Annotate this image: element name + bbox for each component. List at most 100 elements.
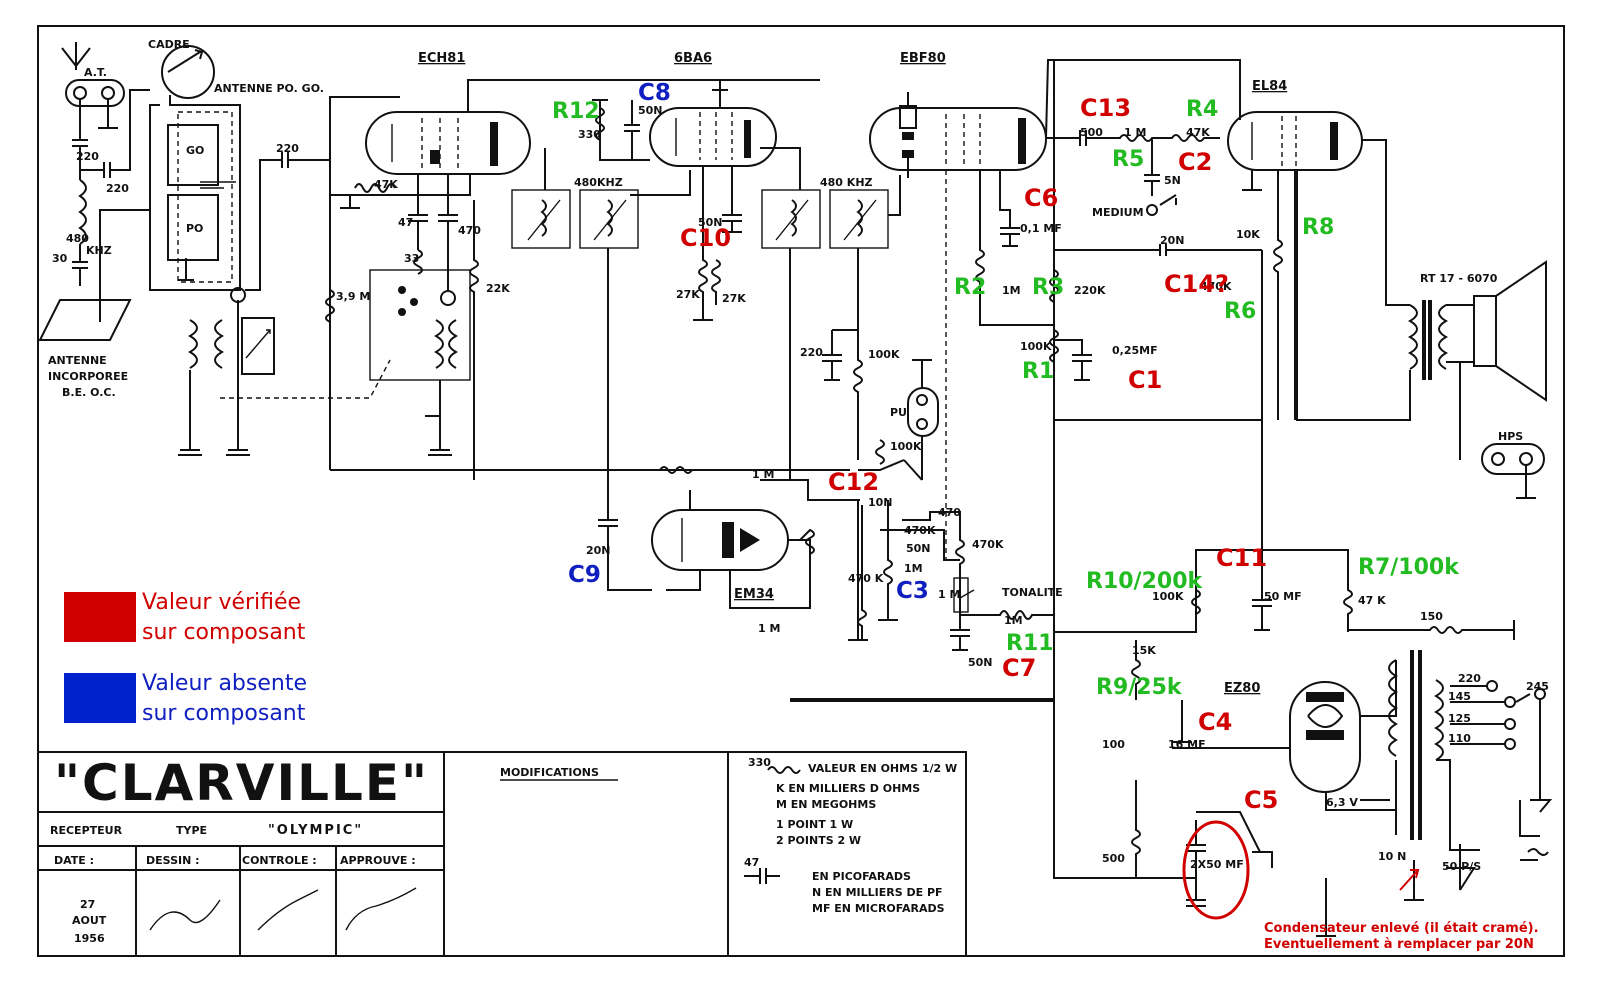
red-label-10: C14? [1164, 270, 1229, 298]
value-r47k: 47K [374, 178, 398, 191]
legend-swatch-blue [64, 673, 136, 723]
value-r100: 100 [1102, 738, 1125, 751]
value-c50n-d: 50N [968, 656, 993, 669]
tube-6ba6 [592, 80, 801, 321]
audio-section [1049, 59, 1547, 499]
label-antenne-po-go: ANTENNE PO. GO. [214, 82, 324, 95]
cartouche-unit-line-2: M EN MEGOHMS [776, 798, 876, 811]
tube-label-ez80: EZ80 [1224, 681, 1260, 696]
label-antenne-incorporee-2: INCORPOREE [48, 370, 128, 383]
cartouche-unit-line-1: K EN MILLIERS D OHMS [776, 782, 920, 795]
tube-label-6ba6: 6BA6 [674, 51, 712, 66]
value-c220c: 220 [276, 142, 299, 155]
value-r100k-a: 100K [1020, 340, 1052, 353]
label-antenne-incorporee-1: ANTENNE [48, 354, 107, 367]
tube-label-ebf80: EBF80 [900, 51, 946, 66]
tube-label-ech81: ECH81 [418, 51, 465, 66]
red-label-4: C1 [1128, 366, 1162, 394]
cartouche-units-r-example: 330 [748, 756, 771, 769]
value-r1m-c: 1 M [752, 468, 774, 481]
power-supply [790, 420, 1553, 937]
value-c10n-b: 10 N [1378, 850, 1406, 863]
value-c50n-b: 50N [698, 216, 723, 229]
value-r33: 33 [404, 252, 419, 265]
label-rt-17-6070: RT 17 - 6070 [1420, 272, 1498, 285]
label-po: PO [186, 222, 203, 235]
value-c30: 30 [52, 252, 68, 265]
cartouche-model: "OLYMPIC" [268, 823, 363, 838]
detector-section [822, 329, 1054, 651]
red-label-8: C4 [1198, 708, 1232, 736]
value-c50mf: 50 MF [1264, 590, 1302, 603]
label-tap-145: 145 [1448, 690, 1471, 703]
cartouche-modifications: MODIFICATIONS [500, 766, 599, 779]
green-label-6: R6 [1224, 299, 1256, 324]
red-label-3: C10 [680, 224, 731, 252]
value-r27ka: 27K [676, 288, 700, 301]
label-hps: HPS [1498, 430, 1523, 443]
label-tonalite: TONALITE [1002, 586, 1063, 599]
value-c16mf: 16 MF [1168, 738, 1206, 751]
cartouche-unit-line-6: N EN MILLIERS DE PF [812, 886, 943, 899]
cartouche-controle-label: CONTROLE : [242, 854, 317, 867]
value-r1m-g: 1M [1004, 614, 1023, 627]
label-tap-245: 245 [1526, 680, 1549, 693]
if-transformer-2 [761, 175, 901, 481]
label-at: A.T. [84, 66, 107, 79]
red-label-7: C7 [1002, 654, 1036, 682]
value-c20n-b: 20N [586, 544, 611, 557]
value-r1m-a: 1 M [1124, 126, 1146, 139]
label-medium: MEDIUM [1092, 206, 1144, 219]
value-c47: 47 [398, 216, 413, 229]
value-c01mf: 0,1 MF [1020, 222, 1062, 235]
antenna-section [38, 42, 391, 456]
note-line-2: Eventuellement à remplacer par 20N [1264, 937, 1534, 952]
cartouche-approuve-label: APPROUVE : [340, 854, 416, 867]
tube-ebf80 [869, 59, 1102, 560]
value-r100k-b: 100K [868, 348, 900, 361]
if-transformer-1 [511, 148, 691, 480]
cartouche-type: TYPE [176, 824, 207, 837]
label-50ps: 50 P/S [1442, 860, 1481, 873]
value-c50n-c: 50N [906, 542, 931, 555]
legend-swatch-red [64, 592, 136, 642]
sheet-border [37, 25, 1565, 957]
value-c50n-a: 50N [638, 104, 663, 117]
cartouche-unit-line-7: MF EN MICROFARADS [812, 902, 945, 915]
cartouche-dessin-label: DESSIN : [146, 854, 200, 867]
value-r27kb: 27K [722, 292, 746, 305]
cartouche-title: "CLARVILLE" [54, 754, 429, 812]
cartouche-date-month: AOUT [72, 914, 107, 927]
value-r1m-d: 1 M [758, 622, 780, 635]
label-cadre: CADRE [148, 38, 190, 51]
green-label-2: R5 [1112, 147, 1144, 172]
label-khz-left: KHZ [86, 244, 112, 257]
label-antenne-incorporee-3: B.E. O.C. [62, 386, 116, 399]
green-label-11: R9/25k [1096, 675, 1183, 700]
value-c025mf: 0,25MF [1112, 344, 1158, 357]
legend-red-line-2: sur composant [142, 620, 306, 645]
blue-label-1: C9 [568, 562, 601, 588]
label-480khz-2: 480 KHZ [820, 176, 873, 189]
value-r330: 330 [578, 128, 601, 141]
value-c5n: 5N [1164, 174, 1181, 187]
green-label-5: R3 [1032, 275, 1064, 300]
label-480-left: 480 [66, 232, 89, 245]
value-r22k: 22K [486, 282, 510, 295]
value-r1m-e: 1M [904, 562, 923, 575]
cartouche-unit-line-3: 1 POINT 1 W [776, 818, 853, 831]
red-label-5: C12 [828, 468, 879, 496]
red-label-0: C13 [1080, 94, 1131, 122]
value-c10n: 10N [868, 496, 893, 509]
legend-blue-line-1: Valeur absente [142, 671, 307, 696]
cartouche-recepteur: RECEPTEUR [50, 824, 123, 837]
value-r3-9m: 3,9 M [336, 290, 370, 303]
blue-label-2: C3 [896, 578, 929, 604]
green-label-7: R1 [1022, 359, 1054, 384]
value-r470k-d: 470K [972, 538, 1004, 551]
value-c2x50mf: 2X50 MF [1190, 858, 1244, 871]
value-r47k-c: 47 K [1358, 594, 1386, 607]
